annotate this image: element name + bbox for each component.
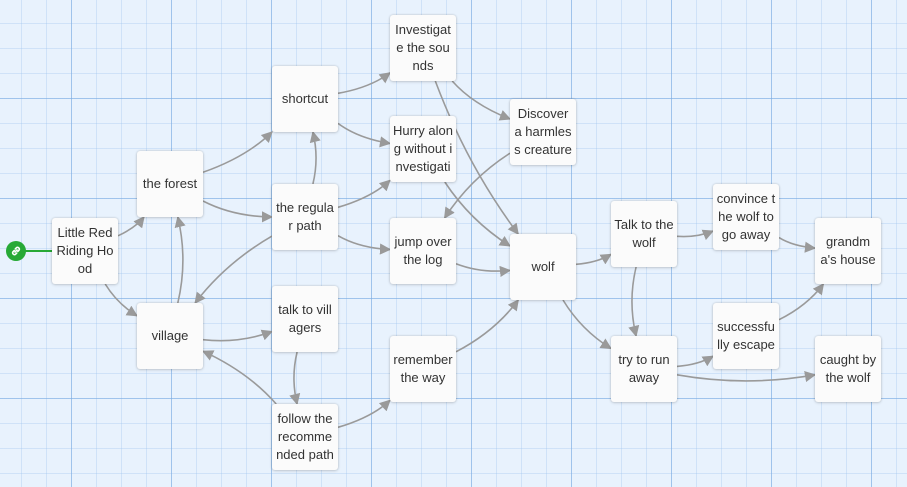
passage-label: talk to villagers [278, 302, 332, 335]
edge-try-to-run-away-to-successfully-escape [676, 355, 714, 368]
edge-the-forest-to-the-regular-path [202, 200, 274, 223]
passage-follow-the-recommended-path[interactable]: follow the recommended path [272, 404, 338, 470]
edge-shortcut-to-investigate-the-sounds [337, 72, 391, 95]
passage-label: the forest [142, 176, 198, 191]
edge-talk-to-villagers-to-follow-the-recommended-path [289, 351, 301, 406]
edge-wolf-to-talk-to-the-wolf [575, 253, 612, 266]
passage-remember-the-way[interactable]: remember the way [390, 336, 456, 402]
link-icon-glyph [11, 246, 21, 256]
passage-the-regular-path[interactable]: the regular path [272, 184, 338, 250]
edge-the-regular-path-to-shortcut [309, 130, 321, 185]
edge-follow-the-recommended-path-to-remember-the-way [337, 399, 391, 429]
edge-jump-over-the-log-to-wolf [455, 262, 512, 278]
edge-the-regular-path-to-village [194, 235, 273, 304]
passage-wolf[interactable]: wolf [510, 234, 576, 300]
edge-try-to-run-away-to-caught-by-the-wolf [676, 371, 817, 383]
passage-little-red[interactable]: Little Red Riding Hood [52, 218, 118, 284]
passage-grandmas-house[interactable]: grandma's house [815, 218, 881, 284]
passage-successfully-escape[interactable]: successfully escape [713, 303, 779, 369]
edge-talk-to-the-wolf-to-try-to-run-away [628, 266, 640, 338]
passage-convince-the-wolf[interactable]: convince the wolf to go away [713, 184, 779, 250]
passage-hurry-along[interactable]: Hurry along without investigating [390, 116, 456, 182]
passage-label: Talk to the wolf [614, 217, 674, 250]
passage-caught-by-the-wolf[interactable]: caught by the wolf [815, 336, 881, 402]
edge-little-red-to-the-forest [117, 216, 145, 237]
edge-village-to-the-forest [174, 215, 186, 304]
passage-label: jump over the log [394, 234, 452, 267]
passage-investigate-the-sounds[interactable]: Investigate the sounds [390, 15, 456, 81]
passage-shortcut[interactable]: shortcut [272, 66, 338, 132]
passage-label: successfully escape [717, 319, 775, 352]
passage-label: village [151, 328, 189, 343]
start-connector [24, 250, 52, 252]
passage-talk-to-the-wolf[interactable]: Talk to the wolf [611, 201, 677, 267]
edge-investigate-the-sounds-to-discover-a-harmless-creature [451, 80, 512, 121]
passage-the-forest[interactable]: the forest [137, 151, 203, 217]
passage-label: Hurry along without investigating [393, 123, 453, 182]
edge-the-forest-to-shortcut [202, 131, 273, 174]
passage-label: follow the recommended path [276, 411, 334, 462]
passage-label: try to run away [618, 352, 670, 385]
passage-label: Investigate the sounds [395, 22, 451, 73]
passage-label: the regular path [276, 200, 334, 233]
edge-remember-the-way-to-wolf [455, 299, 519, 353]
passage-label: grandma's house [820, 234, 876, 267]
passage-village[interactable]: village [137, 303, 203, 369]
edge-convince-the-wolf-to-grandmas-house [778, 236, 817, 253]
edge-investigate-the-sounds-to-wolf [434, 80, 519, 235]
passage-label: Discover a harmless creature [514, 106, 572, 157]
edge-discover-a-harmless-creature-to-jump-over-the-log [443, 152, 511, 219]
edge-little-red-to-village [104, 283, 138, 317]
edge-the-regular-path-to-jump-over-the-log [337, 235, 392, 255]
edge-follow-the-recommended-path-to-village [201, 350, 277, 405]
passage-label: caught by the wolf [819, 352, 877, 385]
edge-the-regular-path-to-hurry-along [337, 179, 391, 209]
edge-wolf-to-try-to-run-away [562, 299, 612, 350]
passage-label: wolf [531, 259, 555, 274]
passage-try-to-run-away[interactable]: try to run away [611, 336, 677, 402]
passage-jump-over-the-log[interactable]: jump over the log [390, 218, 456, 284]
passage-label: Little Red Riding Hood [56, 225, 114, 276]
edge-talk-to-the-wolf-to-convince-the-wolf [676, 229, 715, 241]
edge-village-to-talk-to-villagers [202, 329, 274, 342]
edge-hurry-along-to-wolf [444, 181, 511, 247]
passage-discover-a-harmless-creature[interactable]: Discover a harmless creature [510, 99, 576, 165]
edge-shortcut-to-hurry-along [337, 122, 392, 148]
link-icon[interactable] [6, 241, 26, 261]
passage-label: convince the wolf to go away [716, 191, 776, 242]
passage-label: remember the way [393, 352, 453, 385]
edge-successfully-escape-to-grandmas-house [778, 283, 825, 321]
passage-talk-to-villagers[interactable]: talk to villagers [272, 286, 338, 352]
passage-label: shortcut [281, 91, 329, 106]
